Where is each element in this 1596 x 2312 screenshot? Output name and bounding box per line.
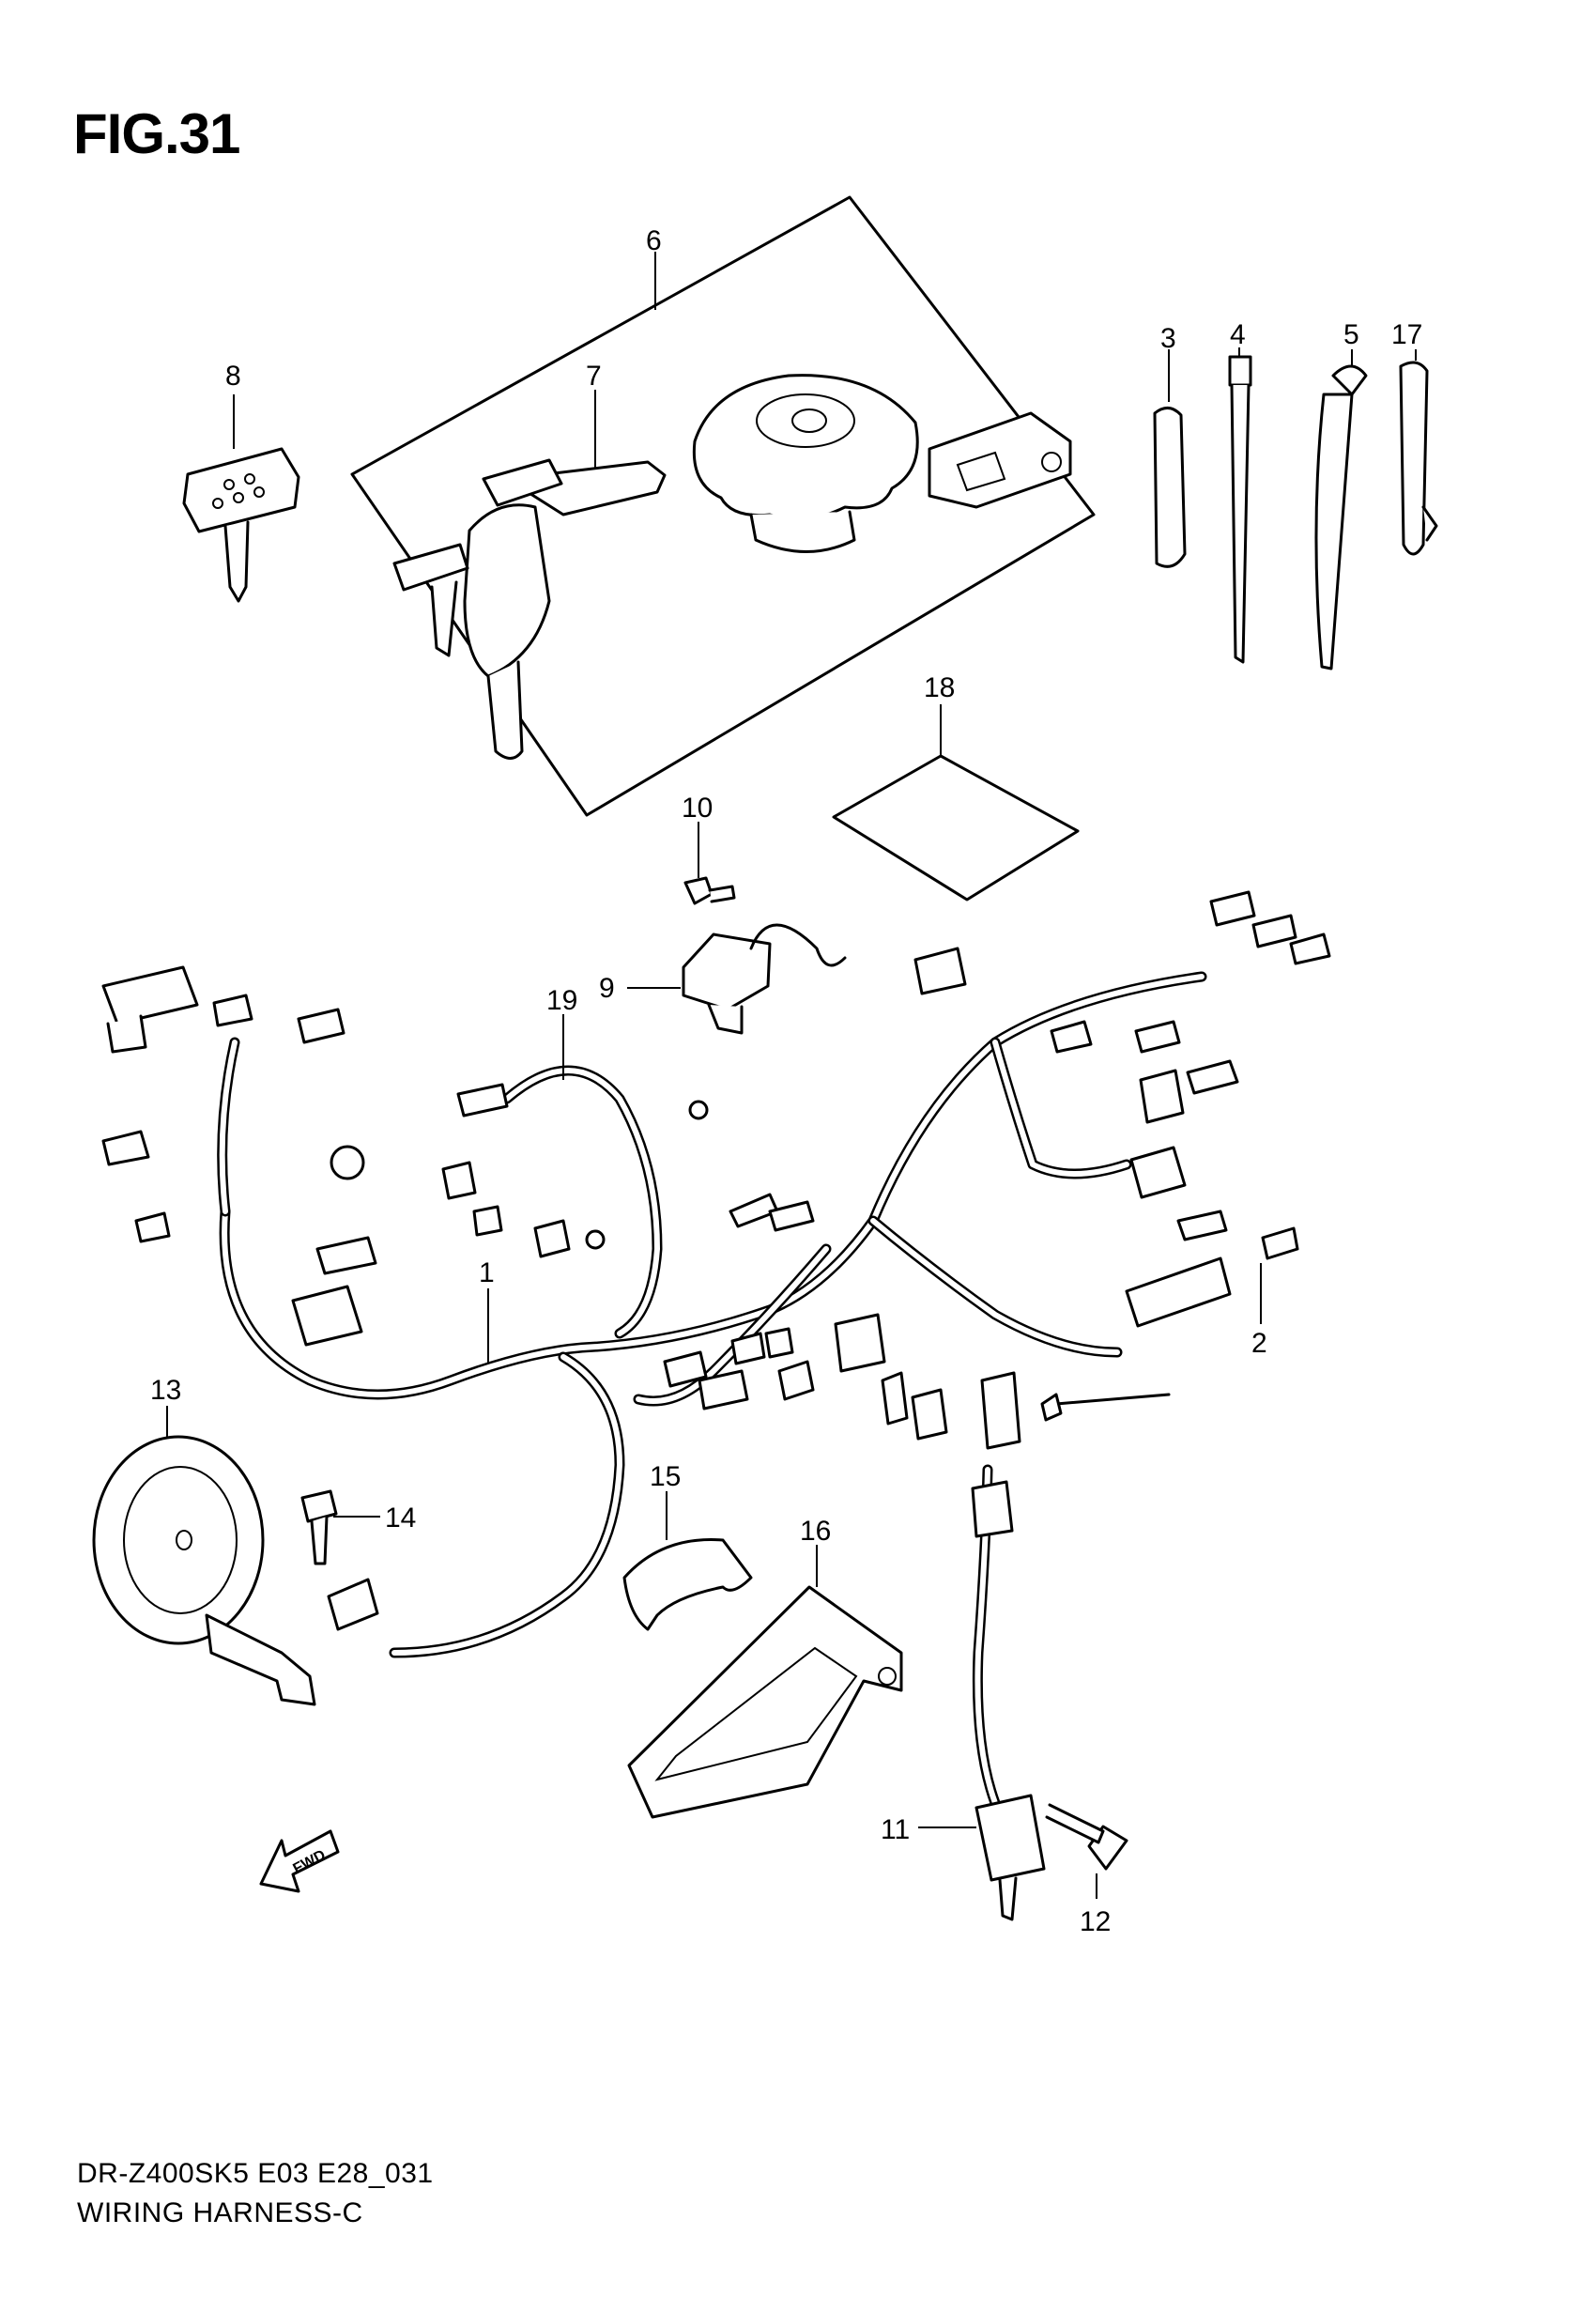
steering-lock-part	[928, 411, 1072, 509]
switch-9-part	[627, 923, 847, 1035]
callout-9: 9	[599, 973, 615, 1004]
callout-12: 12	[1080, 1906, 1111, 1937]
callout-18: 18	[924, 672, 955, 703]
callout-labels: 1 2 3 4 5 6 7 8 9 10 11 12 13 14 15 16 1…	[150, 225, 1422, 1937]
bolt-12-part	[1045, 1803, 1128, 1899]
callout-10: 10	[682, 793, 713, 824]
harness-connectors	[101, 890, 1331, 1450]
callout-4: 4	[1230, 319, 1246, 350]
callout-15: 15	[650, 1461, 681, 1492]
clamp-17-part	[1399, 349, 1438, 556]
horn-part	[92, 1406, 316, 1706]
figure-title: FIG.31	[73, 102, 240, 165]
clamp-3-part	[1153, 349, 1187, 568]
callout-8: 8	[225, 361, 241, 392]
bolt-14-part	[300, 1489, 380, 1565]
label-sheet-part	[832, 704, 1080, 902]
figure-name: WIRING HARNESS-C	[77, 2197, 363, 2228]
bolt-10-part	[683, 822, 736, 905]
callout-6: 6	[646, 225, 662, 256]
cover-15-part	[622, 1491, 753, 1631]
figure-code: DR-Z400SK5 E03 E28_031	[77, 2158, 434, 2189]
callout-16: 16	[800, 1516, 831, 1547]
callout-13: 13	[150, 1375, 181, 1406]
sub-wiring-harness-19	[501, 1014, 663, 1339]
callout-17: 17	[1391, 319, 1422, 350]
sensor-11-part	[918, 1464, 1046, 1921]
callout-14: 14	[385, 1503, 416, 1534]
bracket-16-part	[627, 1545, 903, 1819]
cable-tie-5-part	[1314, 349, 1368, 670]
ignition-switch-part	[392, 390, 667, 760]
forward-arrow-icon: FWD	[259, 1829, 340, 1893]
callout-11: 11	[881, 1814, 910, 1845]
callout-2: 2	[1251, 1328, 1267, 1359]
callout-5: 5	[1343, 319, 1359, 350]
fuel-cap-part	[692, 374, 919, 553]
callout-7: 7	[586, 361, 602, 392]
cable-tie-4-part	[1228, 347, 1252, 664]
horn-connector	[327, 1578, 379, 1631]
key-part	[182, 394, 300, 603]
callout-3: 3	[1160, 323, 1176, 354]
callout-19: 19	[546, 985, 577, 1016]
main-wiring-harness	[217, 971, 1207, 1658]
callout-1: 1	[479, 1257, 495, 1288]
